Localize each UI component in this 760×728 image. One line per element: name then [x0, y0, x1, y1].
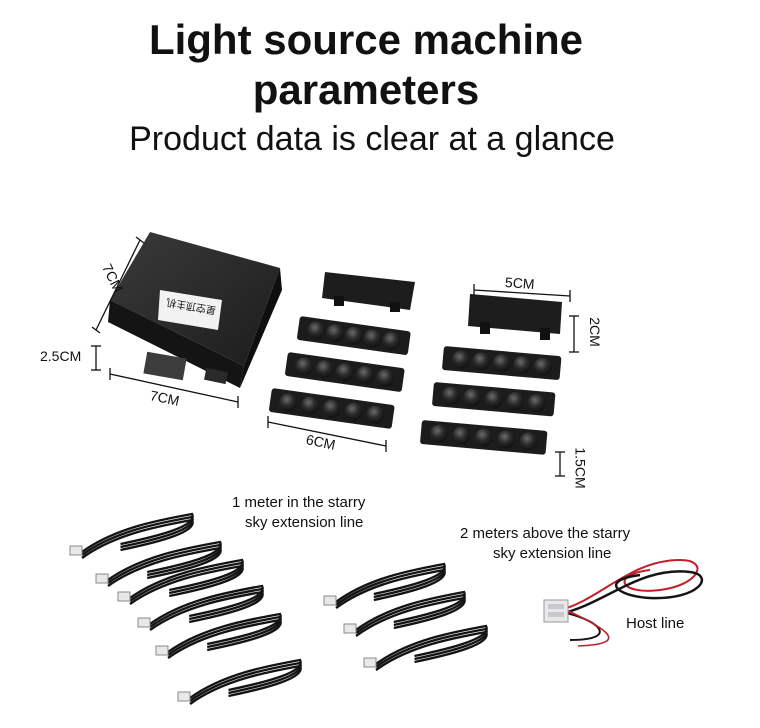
module-cover-left: [322, 272, 415, 312]
extension-cable: [177, 658, 302, 705]
two-meter-label-line2: sky extension line: [493, 545, 612, 562]
led-lens: [492, 354, 511, 373]
led-lens: [300, 396, 319, 415]
led-lens: [344, 402, 363, 421]
one-meter-label-line1: 1 meter in the starry: [232, 494, 366, 511]
module-length-right-label: 5CM: [504, 273, 536, 293]
extension-cable: [117, 558, 244, 605]
extension-cable: [343, 590, 466, 637]
cable-connector: [323, 595, 337, 606]
led-lens: [497, 430, 516, 449]
cable-connector: [177, 691, 191, 702]
led-lens: [376, 368, 395, 387]
led-lens: [463, 388, 482, 407]
cable-connector: [343, 623, 357, 634]
one-meter-cables: [69, 512, 446, 705]
box-label-sticker: [158, 290, 222, 330]
led-lens: [474, 428, 493, 447]
light-source-box: [108, 232, 282, 388]
led-lens: [295, 357, 314, 376]
cable-connector: [155, 645, 169, 656]
host-line-cable: [543, 558, 703, 647]
box-dimension-lines: [91, 236, 239, 408]
led-lens: [279, 393, 298, 412]
cable-connector: [95, 573, 109, 584]
title-line-2: parameters: [252, 66, 480, 113]
module-strip-left-2: [285, 352, 405, 392]
led-lens: [472, 352, 491, 371]
cable-connector: [137, 617, 151, 628]
module-height-top-label: 2CM: [586, 317, 603, 347]
module-cover-right: [468, 294, 562, 340]
subtitle: Product data is clear at a glance: [129, 120, 615, 158]
extension-cable: [95, 540, 222, 587]
led-lens: [484, 390, 503, 409]
cable-connector: [117, 591, 131, 602]
led-lens: [533, 357, 552, 376]
led-lens: [363, 329, 382, 348]
one-meter-label-line2: sky extension line: [245, 514, 364, 531]
led-lens: [441, 386, 460, 405]
two-meter-label-line1: 2 meters above the starry: [460, 525, 631, 542]
led-lens: [429, 424, 448, 443]
module-strip-left-1: [297, 316, 411, 355]
cable-connector: [69, 545, 83, 556]
extension-cable: [155, 612, 282, 659]
led-lens: [452, 426, 471, 445]
led-lens: [307, 321, 326, 340]
module-strip-left-3: [269, 388, 395, 429]
extension-cable: [137, 584, 264, 631]
led-lens: [315, 360, 334, 379]
led-lens: [366, 405, 385, 424]
led-lens: [322, 399, 341, 418]
led-lens: [527, 394, 546, 413]
module-strip-right-3: [420, 420, 548, 455]
extension-cable: [69, 512, 194, 559]
led-lens: [506, 392, 525, 411]
module-dimension-lines: [267, 284, 579, 477]
cable-connector: [363, 657, 377, 668]
module-height-bottom-label: 1.5CM: [572, 447, 589, 489]
led-lens: [451, 350, 470, 369]
title-line-1: Light source machine: [148, 16, 584, 63]
led-lens: [344, 326, 363, 345]
led-lens: [356, 365, 375, 384]
module-strip-right-1: [442, 346, 562, 380]
extension-cable: [363, 624, 488, 671]
led-lens: [335, 363, 354, 382]
led-lens: [519, 432, 538, 451]
host-line-label: Host line: [626, 615, 685, 632]
box-height-label: 2.5CM: [40, 348, 82, 364]
module-strip-right-2: [432, 382, 556, 417]
led-lens: [325, 324, 344, 343]
led-lens: [513, 355, 532, 374]
host-line-connector: [543, 599, 569, 623]
extension-cable: [323, 562, 446, 609]
led-lens: [382, 331, 401, 350]
two-meter-cables: [343, 590, 488, 671]
